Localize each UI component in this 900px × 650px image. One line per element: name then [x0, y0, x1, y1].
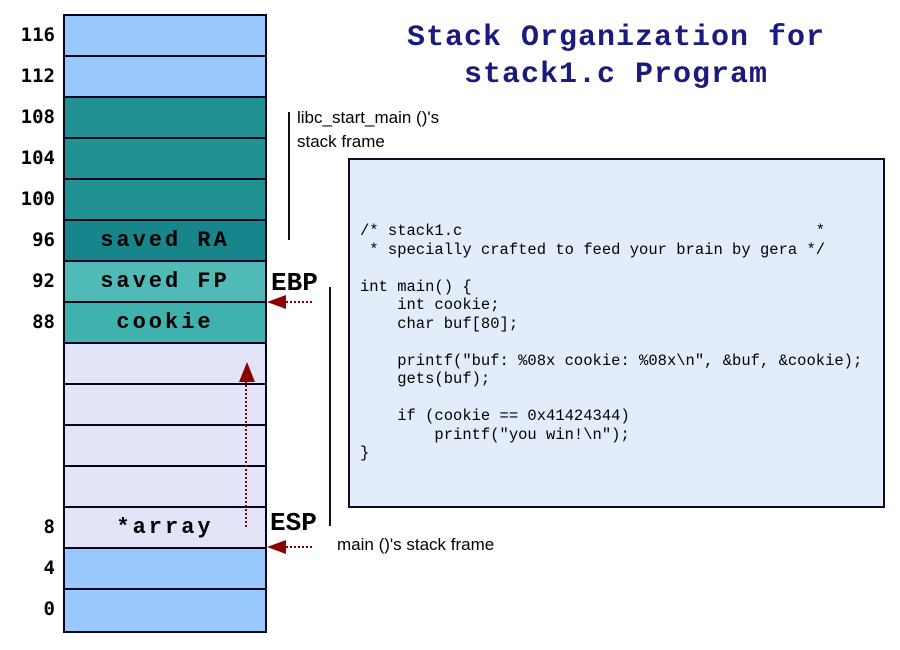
stack-row-label: *array [116, 515, 214, 540]
stack-address-label: 104 [20, 146, 55, 169]
stack-row-label: saved RA [100, 228, 230, 253]
stack-address-label [6, 383, 55, 424]
stack-address-label: 96 [32, 228, 55, 251]
ebp-arrow-tail [286, 301, 312, 303]
stack-address-label: 116 [20, 23, 55, 46]
libc-frame-note: libc_start_main ()'s stack frame [297, 106, 439, 154]
stack-row: saved FP [65, 262, 265, 303]
ebp-register-label: EBP [271, 268, 318, 298]
stack-row [65, 98, 265, 139]
page-title: Stack Organization for stack1.c Program [340, 20, 892, 94]
stack-row [65, 385, 265, 426]
stack-address-label: 108 [20, 105, 55, 128]
title-line-1: Stack Organization for [406, 21, 826, 55]
stack-row [65, 344, 265, 385]
stack-address-label: 0 [43, 597, 55, 620]
esp-register-label: ESP [270, 508, 317, 538]
stack-row: cookie [65, 303, 265, 344]
stack-row [65, 57, 265, 98]
stack-row: *array [65, 508, 265, 549]
stack-row-label: cookie [116, 310, 214, 335]
growth-up-arrow-tail [245, 381, 247, 527]
stack-row [65, 467, 265, 508]
stack-address-label: 100 [20, 187, 55, 210]
stack-address-label: 8 [43, 515, 55, 538]
stack-address-label: 112 [20, 64, 55, 87]
stack-address-label: 4 [43, 556, 55, 579]
main-frame-note: main ()'s stack frame [337, 535, 495, 554]
title-line-2: stack1.c Program [463, 58, 769, 92]
stack-row [65, 16, 265, 57]
esp-arrow-icon [267, 540, 286, 554]
stack-row [65, 426, 265, 467]
esp-arrow-tail [286, 546, 312, 548]
main-frame-bracket [329, 287, 331, 526]
stack-address-label: 92 [32, 269, 55, 292]
stack-address-label [6, 342, 55, 383]
stack-row [65, 180, 265, 221]
ebp-arrow-icon [267, 295, 286, 309]
stack-row: saved RA [65, 221, 265, 262]
growth-up-arrow-icon [239, 362, 255, 382]
stack-address-label [6, 424, 55, 465]
libc-frame-bracket [288, 112, 290, 240]
stack-row [65, 139, 265, 180]
source-code-text: /* stack1.c * * specially crafted to fee… [360, 222, 863, 462]
stack-column: saved RA saved FP cookie *array [63, 14, 267, 633]
libc-frame-note-line-2: stack frame [297, 132, 385, 151]
stack-row [65, 549, 265, 590]
stack-address-label: 88 [32, 310, 55, 333]
libc-frame-note-line-1: libc_start_main ()'s [297, 108, 440, 127]
stack-row-label: saved FP [100, 269, 230, 294]
stack-row [65, 590, 265, 631]
source-code-box: /* stack1.c * * specially crafted to fee… [348, 158, 885, 508]
stack-address-label [6, 465, 55, 506]
